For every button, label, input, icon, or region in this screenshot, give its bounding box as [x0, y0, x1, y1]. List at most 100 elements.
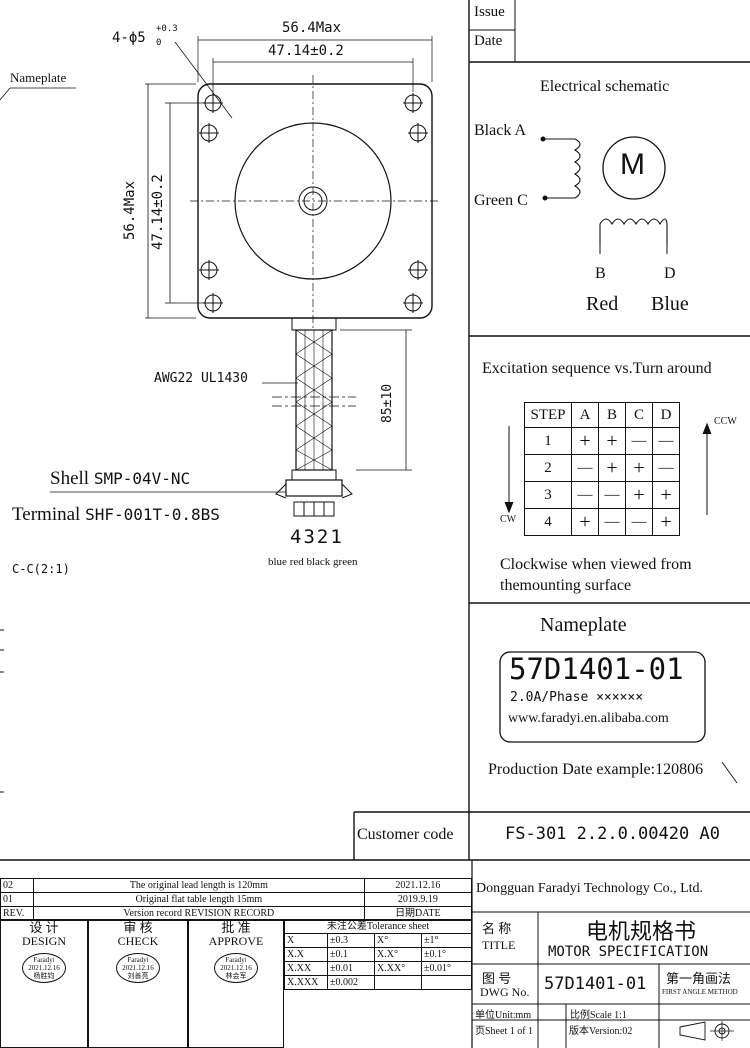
phase-cell: +	[598, 454, 626, 482]
tol-cell	[374, 975, 422, 990]
phase-cell: —	[625, 427, 653, 455]
terminal-prefix: Terminal	[12, 504, 86, 525]
tol-cell: ±0.01°	[421, 961, 472, 976]
schematic-title: Electrical schematic	[540, 78, 670, 95]
excitation-header-row: STEP A B C D	[524, 402, 680, 428]
terminal-part: SHF-001T-0.8BS	[85, 505, 220, 524]
green-c-label: Green C	[474, 192, 528, 209]
height-pitch-dim: 47.14±0.2	[150, 174, 166, 250]
excitation-title: Excitation sequence vs.Turn around	[482, 360, 712, 377]
dwg-cn: 图 号	[482, 971, 512, 986]
angle-cn: 第一角画法	[666, 971, 732, 986]
tol-cell: ±0.3	[327, 933, 375, 948]
dwg-number: 57D1401-01	[544, 974, 647, 994]
rev-cell: 02	[0, 878, 34, 893]
table-row: 01 Original flat table length 15mm 2019.…	[0, 892, 473, 907]
stamp-org: Faradyi	[33, 956, 55, 964]
tol-cell: X.X	[284, 947, 328, 962]
rev-cell: 01	[0, 892, 34, 907]
name-cn: 名 称	[482, 921, 512, 936]
stamp-name: 刘善亮	[127, 972, 149, 980]
design-cn: 设 计	[29, 920, 59, 935]
design-en: DESIGN	[22, 934, 66, 948]
customer-code-value: FS-301 2.2.0.00420 A0	[505, 824, 720, 844]
tolerance-title: 未注公差Tolerance sheet	[284, 919, 472, 934]
stamp-org: Faradyi	[127, 956, 149, 964]
step-cell: 4	[524, 508, 572, 536]
ccw-label: CCW	[714, 416, 737, 427]
phase-cell: —	[598, 508, 626, 536]
rev-date-cell: 2019.9.19	[363, 892, 473, 907]
table-row: 2 — + + —	[524, 454, 680, 482]
tol-cell: ±0.01	[327, 961, 375, 976]
phase-cell: +	[652, 481, 680, 509]
shell-label: Shell SMP-04V-NC	[50, 468, 190, 490]
tol-cell: X.XX°	[374, 961, 422, 976]
dwg-en: DWG No.	[480, 985, 530, 999]
stamp-name: 杨胜钧	[33, 972, 55, 980]
col-b: B	[598, 402, 626, 428]
hole-spec: 4-ϕ5 +0.3 0	[112, 24, 178, 48]
nameplate-url: www.faradyi.en.alibaba.com	[508, 711, 669, 726]
check-en: CHECK	[117, 934, 159, 948]
design-stamp: Faradyi 2021.12.16 杨胜钧	[22, 953, 66, 983]
cable-length-dim: 85±10	[380, 383, 395, 423]
approve-cn: 批 准	[221, 920, 251, 935]
nameplate-pointer-label: Nameplate	[10, 70, 67, 85]
rev-desc-cell: Original flat table length 15mm	[33, 892, 365, 907]
issue-label: Issue	[474, 4, 505, 20]
stamp-name: 林会军	[225, 972, 247, 980]
approve-cell: 批 准 APPROVE Faradyi 2021.12.16 林会军	[188, 919, 284, 1048]
tol-cell: X.X°	[374, 947, 422, 962]
table-row: X.X ±0.1 X.X° ±0.1°	[284, 947, 472, 962]
tol-cell	[421, 975, 472, 990]
nameplate-model: 57D1401-01	[509, 652, 684, 686]
blue-label: Blue	[651, 293, 689, 315]
col-c: C	[625, 402, 653, 428]
hole-tol-top: +0.3	[156, 24, 178, 34]
excitation-note-1: Clockwise when viewed from	[500, 556, 692, 573]
customer-code-label: Customer code	[357, 826, 454, 843]
tol-cell: ±0.002	[327, 975, 375, 990]
tol-cell: X.XX	[284, 961, 328, 976]
table-row: 02 The original lead length is 120mm 202…	[0, 878, 473, 893]
excitation-table: STEP A B C D 1 + + — — 2 — + + — 3 — — +…	[524, 402, 680, 536]
cw-label: CW	[500, 514, 517, 525]
phase-cell: —	[598, 481, 626, 509]
motor-symbol: M	[620, 148, 645, 181]
step-cell: 2	[524, 454, 572, 482]
table-row: X ±0.3 X° ±1°	[284, 933, 472, 948]
shell-prefix: Shell	[50, 468, 94, 489]
section-label: C-C(2:1)	[12, 562, 70, 576]
width-pitch-dim: 47.14±0.2	[268, 43, 344, 59]
stamp-date: 2021.12.16	[220, 964, 252, 972]
table-row: 3 — — + +	[524, 481, 680, 509]
tol-cell: X°	[374, 933, 422, 948]
col-d: D	[652, 402, 680, 428]
width-max-dim: 56.4Max	[282, 20, 342, 36]
height-max-dim: 56.4Max	[122, 180, 138, 240]
check-cell: 审 核 CHECK Faradyi 2021.12.16 刘善亮	[88, 919, 188, 1048]
rev-desc-cell: The original lead length is 120mm	[33, 878, 365, 893]
wire-spec-label: AWG22 UL1430	[154, 371, 248, 386]
table-row: X.XXX ±0.002	[284, 975, 472, 990]
phase-cell: +	[598, 427, 626, 455]
phase-cell: +	[625, 454, 653, 482]
stamp-date: 2021.12.16	[28, 964, 60, 972]
phase-cell: +	[625, 481, 653, 509]
phase-cell: +	[571, 508, 599, 536]
tol-cell: ±0.1	[327, 947, 375, 962]
excitation-note-2: themounting surface	[500, 577, 632, 594]
phase-cell: +	[652, 508, 680, 536]
unit-label: 单位Unit:mm	[475, 1010, 532, 1021]
version-label: 版本Version:02	[569, 1026, 633, 1037]
rev-cell: REV.	[0, 906, 34, 921]
production-date: Production Date example:120806	[488, 761, 704, 778]
tol-cell: X.XXX	[284, 975, 328, 990]
pin-numbers: 4321	[290, 526, 344, 548]
table-row: 1 + + — —	[524, 427, 680, 455]
col-a: A	[571, 402, 599, 428]
b-label: B	[595, 265, 606, 282]
tol-cell: ±1°	[421, 933, 472, 948]
stamp-org: Faradyi	[225, 956, 247, 964]
